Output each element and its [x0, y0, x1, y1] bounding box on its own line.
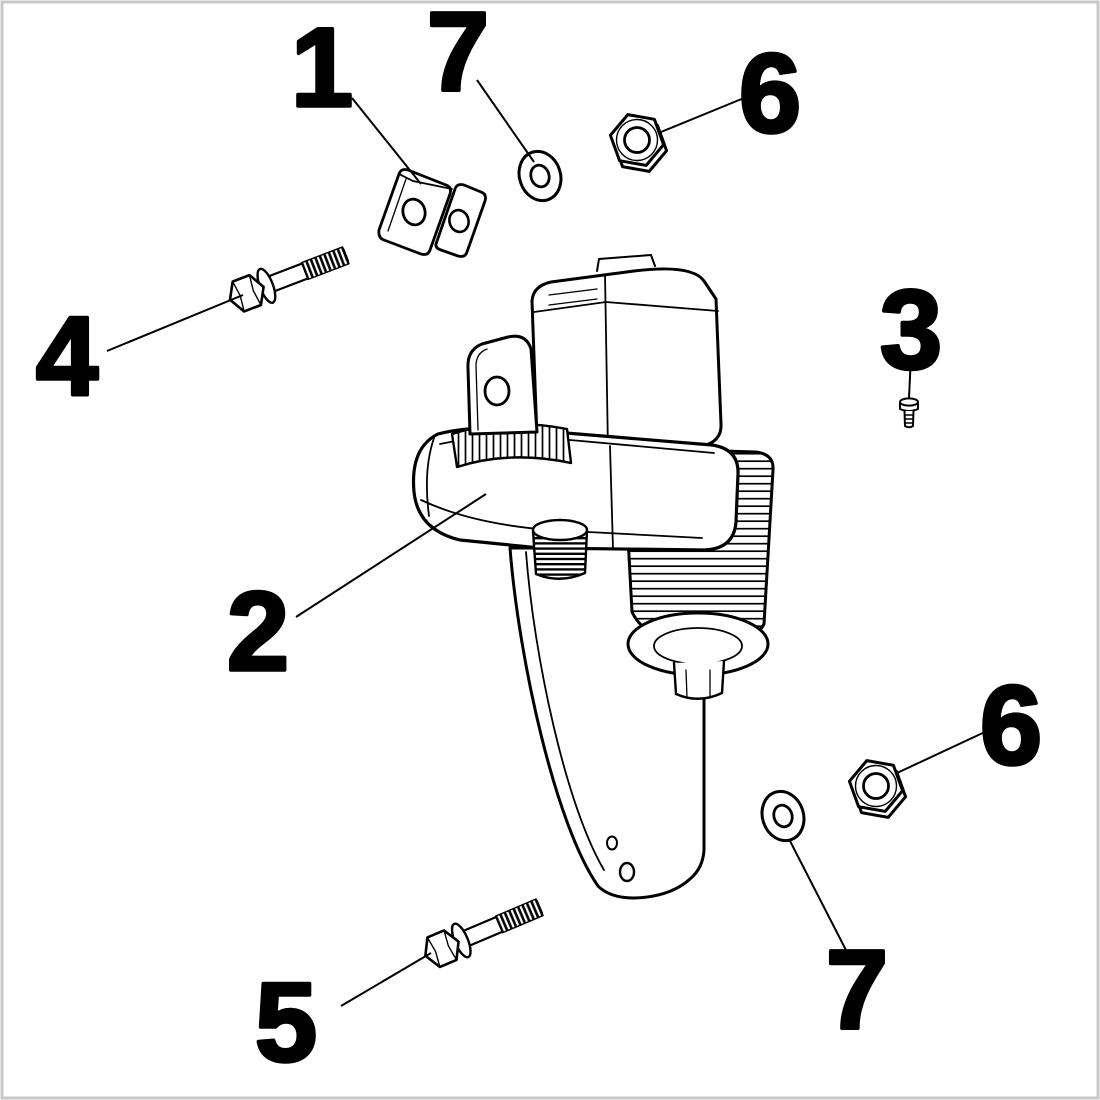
- leader-line-callout-7-bottom: [788, 838, 850, 957]
- threaded-stud-top: [531, 518, 589, 542]
- part-mounting-clamp: [377, 168, 487, 258]
- leader-line-callout-6-bottom: [896, 730, 988, 774]
- clamp-ridge: [398, 173, 453, 190]
- callout-number-6-top: 6: [739, 31, 801, 156]
- screw-threads: [904, 414, 914, 424]
- leader-line-callout-2: [295, 493, 487, 618]
- callout-number-2: 2: [227, 569, 289, 694]
- leader-line-callout-5: [340, 952, 432, 1007]
- leader-line-callout-6-top: [660, 97, 745, 133]
- mount-tab-edge: [475, 348, 488, 431]
- collar-seam: [609, 445, 614, 550]
- callout-number-1: 1: [291, 5, 353, 130]
- arm-hole-small: [606, 835, 618, 851]
- clamp-left-hole: [401, 197, 427, 227]
- leader-line-callout-1: [351, 97, 422, 185]
- leader-line-callout-3: [908, 355, 912, 399]
- part-small-screw: [899, 397, 919, 429]
- part-main-assembly: [411, 254, 775, 900]
- housing-top-tab: [596, 254, 656, 272]
- screw-head-top: [899, 397, 919, 407]
- housing-seam: [533, 301, 719, 313]
- cylinder-step: [672, 659, 726, 700]
- threaded-stud: [531, 529, 589, 580]
- callout-number-3: 3: [880, 267, 942, 392]
- callout-number-7-bottom: 7: [826, 927, 888, 1052]
- clamp-right-hole: [448, 208, 470, 234]
- collar-left-contour: [425, 437, 435, 517]
- arm-hole: [618, 861, 636, 883]
- mount-tab-hole: [483, 375, 511, 407]
- callout-number-5: 5: [255, 960, 317, 1085]
- cylinder-step-lines: [685, 669, 711, 699]
- assembly-housing: [530, 267, 723, 456]
- housing-edge: [604, 274, 609, 451]
- callout-number-6-bottom: 6: [980, 663, 1042, 788]
- callout-number-7-top: 7: [427, 0, 489, 114]
- arm-edge-line: [525, 551, 605, 871]
- callout-number-4: 4: [36, 294, 98, 419]
- leader-lines: [106, 79, 988, 1007]
- clamp-inner-line: [387, 178, 407, 232]
- callout-labels: 1 7 6 4 3 2 6 7 5: [34, 0, 1044, 1087]
- leader-line-callout-7-top: [476, 79, 535, 163]
- leader-line-callout-4: [106, 294, 244, 352]
- housing-vents: [548, 288, 598, 306]
